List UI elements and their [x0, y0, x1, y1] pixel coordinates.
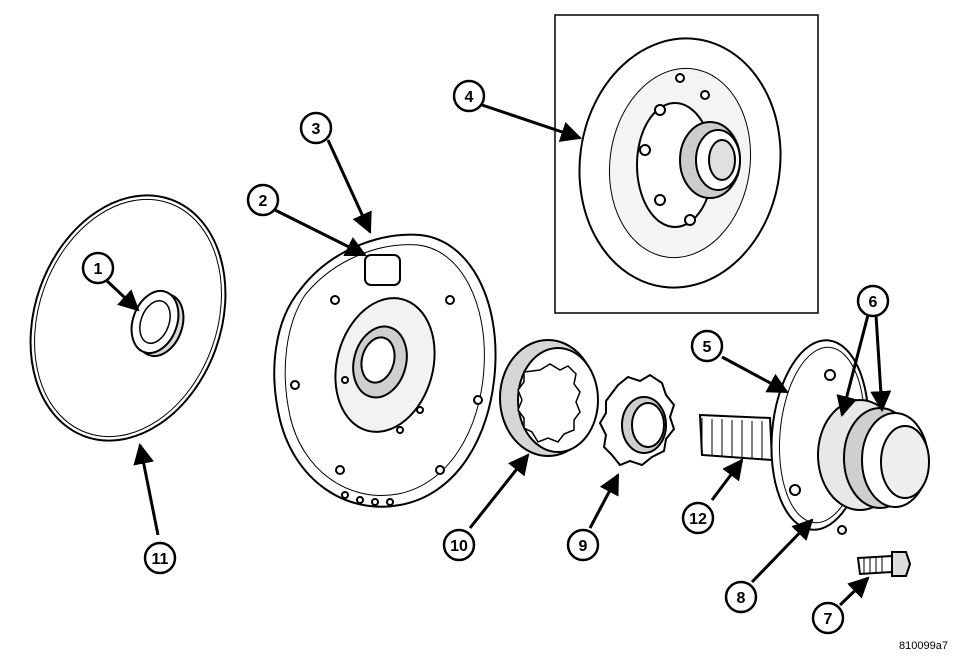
- leader-line-2: [274, 208, 367, 257]
- figure-code: 810099a7: [899, 640, 948, 652]
- leader-line-11: [133, 442, 160, 536]
- reaction-shaft-support: [698, 339, 930, 535]
- callout-1-label: 1: [94, 261, 103, 278]
- callout-12-label: 12: [689, 511, 707, 528]
- callout-5: 5: [690, 329, 724, 363]
- callout-9: 9: [566, 528, 600, 562]
- leader-line-5: [721, 355, 789, 394]
- callout-4: 4: [452, 79, 486, 113]
- callout-8: 8: [724, 580, 758, 614]
- callout-5-label: 5: [703, 339, 712, 356]
- callout-11: 11: [143, 541, 177, 575]
- callout-12: 12: [681, 501, 715, 535]
- callouts: 1 2 3 4 5 6 7 8 9 10 11 12: [81, 79, 890, 635]
- pump-plate: [273, 233, 497, 508]
- callout-2-label: 2: [259, 193, 268, 210]
- callout-6-label: 6: [869, 294, 878, 311]
- inner-gear: [598, 373, 676, 467]
- leader-line-12: [710, 458, 744, 501]
- leader-line-10: [468, 453, 530, 529]
- callout-6: 6: [856, 284, 890, 318]
- leader-line-8: [750, 518, 814, 584]
- oil-seal: [130, 290, 185, 357]
- gasket-ring: [29, 194, 227, 442]
- callout-3: 3: [299, 111, 333, 145]
- leader-line-6b: [870, 314, 892, 413]
- callout-10: 10: [442, 528, 476, 562]
- callout-10-label: 10: [450, 538, 468, 555]
- leader-line-6a: [836, 314, 870, 418]
- callout-3-label: 3: [312, 121, 321, 138]
- callout-11-label: 11: [152, 551, 169, 568]
- leader-line-9: [588, 473, 620, 529]
- callout-9-label: 9: [579, 538, 588, 555]
- leader-line-3: [326, 139, 372, 234]
- callout-8-label: 8: [737, 590, 746, 607]
- leader-line-4: [481, 103, 582, 142]
- callout-7-label: 7: [824, 611, 833, 628]
- outer-gear: [499, 339, 599, 457]
- callout-1: 1: [81, 251, 115, 285]
- callout-7: 7: [811, 601, 845, 635]
- leader-lines: [104, 103, 892, 607]
- callout-2: 2: [246, 183, 280, 217]
- assembled-pump: [578, 37, 782, 289]
- leader-line-1: [104, 278, 140, 312]
- bolt: [856, 551, 912, 577]
- callout-4-label: 4: [465, 89, 474, 106]
- leader-line-7: [838, 576, 870, 607]
